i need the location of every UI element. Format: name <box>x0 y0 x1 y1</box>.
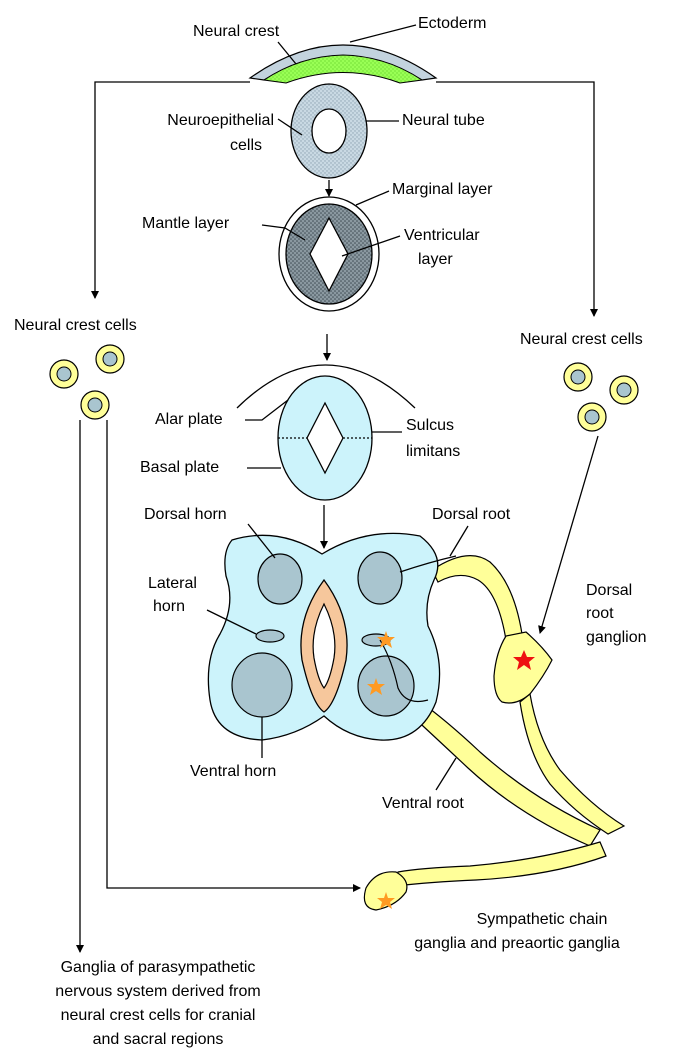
label-ventricular: Ventricular <box>404 227 480 244</box>
layered-neural-tube <box>279 197 379 311</box>
label-ventral-horn: Ventral horn <box>190 763 276 780</box>
label-ventral-root: Ventral root <box>382 795 464 812</box>
dorsal-horn-right <box>358 552 402 604</box>
label-dorsal: Dorsal <box>586 582 632 599</box>
label-neuroepithelial-cells: cells <box>230 137 262 154</box>
spinal-cord-section <box>208 533 439 740</box>
dorsal-root-ganglion <box>494 632 552 703</box>
label-horn: horn <box>153 598 185 615</box>
neural-crest-cells-left <box>50 345 124 419</box>
neural-tube-lumen <box>312 109 346 153</box>
label-lateral: Lateral <box>148 575 197 592</box>
label-parasympathetic-3: neural crest cells for cranial <box>61 1007 256 1024</box>
label-parasympathetic-2: nervous system derived from <box>55 983 260 1000</box>
neural-tube <box>291 84 367 178</box>
label-ectoderm: Ectoderm <box>418 15 486 32</box>
sympathetic-ramus <box>396 842 606 886</box>
ventral-root-nerve <box>410 700 600 846</box>
leader-ventral-root <box>436 758 456 790</box>
label-sympathetic-chain: Sympathetic chain <box>477 911 608 928</box>
label-basal-plate: Basal plate <box>140 459 219 476</box>
neural-crest-cells-right <box>564 363 638 431</box>
label-dorsal-root: Dorsal root <box>432 506 511 523</box>
ventral-horn-left <box>232 653 292 717</box>
label-sulcus: Sulcus <box>406 417 454 434</box>
label-neural-crest-cells-left: Neural crest cells <box>14 317 137 334</box>
lateral-horn-left <box>256 630 284 642</box>
dorsal-horn-left <box>258 554 302 604</box>
label-preaortic-ganglia: ganglia and preaortic ganglia <box>414 935 620 952</box>
label-neural-tube: Neural tube <box>402 112 485 129</box>
label-root: root <box>586 605 614 622</box>
label-alar-plate: Alar plate <box>155 411 223 428</box>
label-ventricular-layer: layer <box>418 251 453 268</box>
label-parasympathetic-4: and sacral regions <box>93 1031 224 1048</box>
label-parasympathetic-1: Ganglia of parasympathetic <box>61 959 256 976</box>
label-ganglion: ganglion <box>586 629 647 646</box>
label-mantle-layer: Mantle layer <box>142 215 230 232</box>
leader-dorsal-root <box>450 526 468 556</box>
label-neuroepithelial: Neuroepithelial <box>167 112 274 129</box>
leader-marginal <box>356 191 389 205</box>
label-dorsal-horn: Dorsal horn <box>144 506 227 523</box>
label-neural-crest: Neural crest <box>193 23 280 40</box>
dorsal-root-nerve <box>432 556 522 640</box>
leader-ectoderm <box>350 25 416 42</box>
ventral-horn-right <box>358 656 414 716</box>
label-neural-crest-cells-right: Neural crest cells <box>520 331 643 348</box>
arrow-crest-to-drg <box>540 436 598 633</box>
label-marginal-layer: Marginal layer <box>392 181 493 198</box>
label-limitans: limitans <box>406 443 460 460</box>
